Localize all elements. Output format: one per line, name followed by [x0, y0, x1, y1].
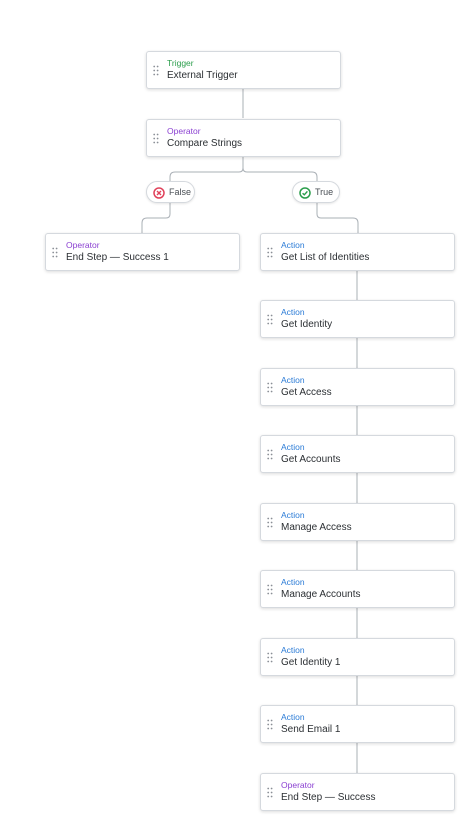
drag-handle-icon[interactable] [267, 787, 273, 798]
true-branch-node[interactable]: Action Get Accounts [260, 435, 455, 473]
false-branch-node[interactable]: Operator End Step — Success 1 [45, 233, 240, 271]
node-name-label: End Step — Success [281, 792, 376, 803]
drag-handle-icon[interactable] [153, 133, 159, 144]
drag-handle-icon[interactable] [267, 652, 273, 663]
node-type-label: Trigger [167, 58, 194, 68]
node-type-label: Action [281, 442, 305, 452]
node-type-label: Action [281, 712, 305, 722]
true-branch-node[interactable]: Action Get Identity [260, 300, 455, 338]
drag-handle-icon[interactable] [267, 517, 273, 528]
node-name-label: Get Accounts [281, 454, 341, 465]
true-branch-node[interactable]: Action Send Email 1 [260, 705, 455, 743]
node-name-label: Send Email 1 [281, 724, 341, 735]
drag-handle-icon[interactable] [267, 382, 273, 393]
true-branch-node[interactable]: Action Manage Accounts [260, 570, 455, 608]
node-type-label: Operator [66, 240, 100, 250]
node-name-label: Get List of Identities [281, 252, 370, 263]
node-name-label: Compare Strings [167, 138, 243, 149]
connector-true-node [316, 203, 359, 233]
node-name-label: Manage Access [281, 522, 352, 533]
true-branch-node[interactable]: Action Get Access [260, 368, 455, 406]
trigger-node[interactable]: Trigger External Trigger [146, 51, 341, 89]
drag-handle-icon[interactable] [267, 449, 273, 460]
operator-node[interactable]: Operator Compare Strings [146, 119, 341, 157]
true-branch-node[interactable]: Operator End Step — Success [260, 773, 455, 811]
branch-false-label: False [169, 187, 192, 197]
node-type-label: Operator [167, 126, 201, 136]
drag-handle-icon[interactable] [267, 584, 273, 595]
drag-handle-icon[interactable] [153, 65, 159, 76]
node-name-label: Get Access [281, 387, 332, 398]
node-name-label: End Step — Success 1 [66, 252, 169, 263]
x-circle-icon [153, 186, 165, 199]
node-type-label: Action [281, 577, 305, 587]
drag-handle-icon[interactable] [52, 247, 58, 258]
node-name-label: Get Identity 1 [281, 657, 341, 668]
node-name-label: Manage Accounts [281, 589, 361, 600]
branch-false-pill[interactable]: False [146, 181, 195, 203]
node-name-label: Get Identity [281, 319, 333, 330]
true-branch-node[interactable]: Action Manage Access [260, 503, 455, 541]
drag-handle-icon[interactable] [267, 719, 273, 730]
drag-handle-icon[interactable] [267, 247, 273, 258]
node-type-label: Action [281, 510, 305, 520]
node-type-label: Action [281, 240, 305, 250]
connector-split-false [169, 167, 244, 181]
node-type-label: Action [281, 307, 305, 317]
check-circle-icon [299, 186, 311, 199]
node-type-label: Action [281, 375, 305, 385]
node-name-label: External Trigger [167, 70, 238, 81]
true-branch-node[interactable]: Action Get Identity 1 [260, 638, 455, 676]
node-type-label: Operator [281, 780, 315, 790]
connector-split-true [242, 167, 318, 181]
drag-handle-icon[interactable] [267, 314, 273, 325]
branch-true-pill[interactable]: True [292, 181, 340, 203]
connector-false-node [141, 203, 171, 233]
branch-true-label: True [315, 187, 334, 197]
true-branch-node[interactable]: Action Get List of Identities [260, 233, 455, 271]
node-type-label: Action [281, 645, 305, 655]
